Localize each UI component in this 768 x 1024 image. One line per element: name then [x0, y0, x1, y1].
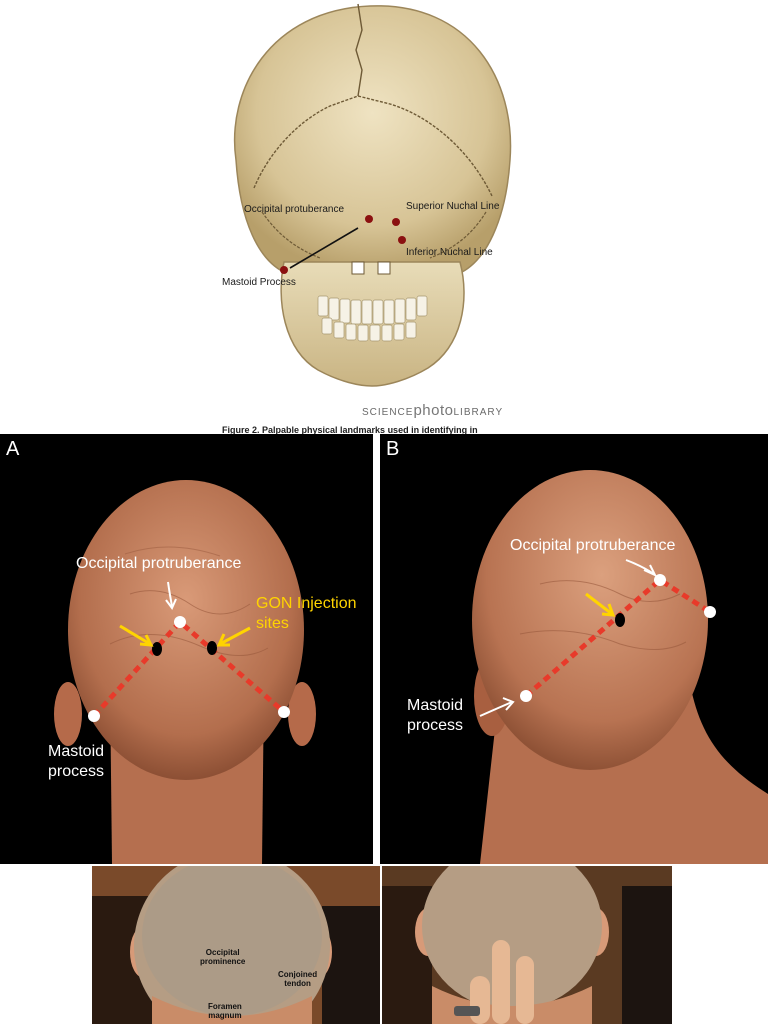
- gon-label-line-2: sites: [256, 615, 289, 632]
- panel-a-dashed-line: [92, 618, 286, 718]
- figure-caption-fragment: Figure 2. Palpable physical landmarks us…: [222, 425, 478, 434]
- label-superior-nuchal-line: Superior Nuchal Line: [406, 201, 500, 212]
- skull-figure: Occipital protuberance Superior Nuchal L…: [0, 0, 768, 434]
- label-mastoid-process: Mastoid Process: [222, 277, 296, 288]
- panel-a-yellow-arrow-left: [119, 624, 151, 646]
- foramen-magnum-line-1: Foramen: [208, 1002, 242, 1011]
- panel-b-letter: B: [386, 438, 400, 460]
- sagittal-suture: [355, 3, 363, 97]
- photo-left-image: [92, 866, 380, 1024]
- panel-a-mastoid-left-dot: [88, 710, 100, 722]
- panel-a-white-arrow: [167, 581, 173, 607]
- panel-a-mastoid-label: Mastoid process: [48, 742, 104, 782]
- panel-b-mastoid-label: Mastoid process: [407, 696, 463, 736]
- panel-b-head: [472, 470, 768, 864]
- jaw-shape: [280, 261, 465, 387]
- inferior-nuchal-line-dot: [398, 236, 406, 244]
- gon-label-line-1: GON Injection: [256, 595, 357, 612]
- panel-a-gon-site-left: [152, 642, 162, 656]
- panel-a-gon-site-right: [207, 641, 217, 655]
- watermark-part-b: photo: [413, 402, 454, 419]
- foramen-opening: [351, 261, 365, 275]
- panel-b-gon-site: [615, 613, 625, 627]
- panel-b-yellow-arrow: [585, 592, 613, 616]
- label-occipital-prominence: Occipital prominence: [200, 948, 245, 966]
- label-foramen-magnum: Foramen magnum: [208, 1002, 242, 1020]
- conjoined-tendon-line-2: tendon: [284, 979, 311, 988]
- panel-b-mastoid-line-1: Mastoid: [407, 697, 464, 714]
- panel-a-occipital-dot: [174, 616, 186, 628]
- panel-a-letter: A: [6, 438, 20, 460]
- panel-b: B Occipital protruberance Mastoid proces…: [380, 434, 768, 864]
- teeth: [317, 295, 428, 342]
- superior-nuchal-line-dot: [392, 218, 400, 226]
- mastoid-label-line-1: Mastoid: [48, 743, 105, 760]
- panel-b-mastoid-line-2: process: [407, 717, 464, 734]
- panel-a: A Occipital protruberance GON Injection …: [0, 434, 373, 864]
- label-conjoined-tendon: Conjoined tendon: [278, 970, 317, 988]
- panel-a-head: [54, 480, 316, 864]
- photo-right-image: [382, 866, 672, 1024]
- finger: [492, 940, 510, 1024]
- leader-line: [289, 227, 359, 269]
- label-inferior-nuchal-line: Inferior Nuchal Line: [406, 247, 493, 258]
- panel-b-occipital-label: Occipital protruberance: [510, 537, 676, 554]
- lambdoid-suture: [253, 95, 493, 197]
- cranium-shape: [233, 5, 512, 275]
- skull-illustration: [233, 3, 512, 387]
- panel-b-dashed-line: [524, 576, 712, 698]
- occipital-prominence-line-1: Occipital: [205, 948, 240, 957]
- panel-a-mastoid-right-dot: [278, 706, 290, 718]
- watermark-part-c: LIBRARY: [453, 407, 504, 418]
- panel-a-gon-label: GON Injection sites: [256, 594, 356, 634]
- watermark-part-a: SCIENCE: [362, 407, 414, 418]
- mastoid-label-line-2: process: [48, 763, 105, 780]
- conjoined-tendon-line-1: Conjoined: [278, 970, 318, 979]
- watermark: SCIENCEphotoLIBRARY: [362, 402, 503, 419]
- foramen-magnum-line-2: magnum: [208, 1011, 242, 1020]
- label-occipital-protuberance: Occipital protuberance: [244, 204, 345, 215]
- photo-left: Occipital prominence Conjoined tendon Fo…: [92, 866, 380, 1024]
- panel-b-right-dot: [704, 606, 716, 618]
- panel-a-yellow-arrow-right: [219, 626, 251, 646]
- photo-right: [382, 866, 672, 1024]
- mastoid-process-dot: [280, 266, 288, 274]
- occipital-protuberance-dot: [365, 215, 373, 223]
- occipital-prominence-line-2: prominence: [200, 957, 246, 966]
- panel-b-white-arrow-mastoid: [479, 701, 513, 717]
- panel-a-occipital-label: Occipital protruberance: [76, 555, 242, 572]
- panel-b-mastoid-dot: [520, 690, 532, 702]
